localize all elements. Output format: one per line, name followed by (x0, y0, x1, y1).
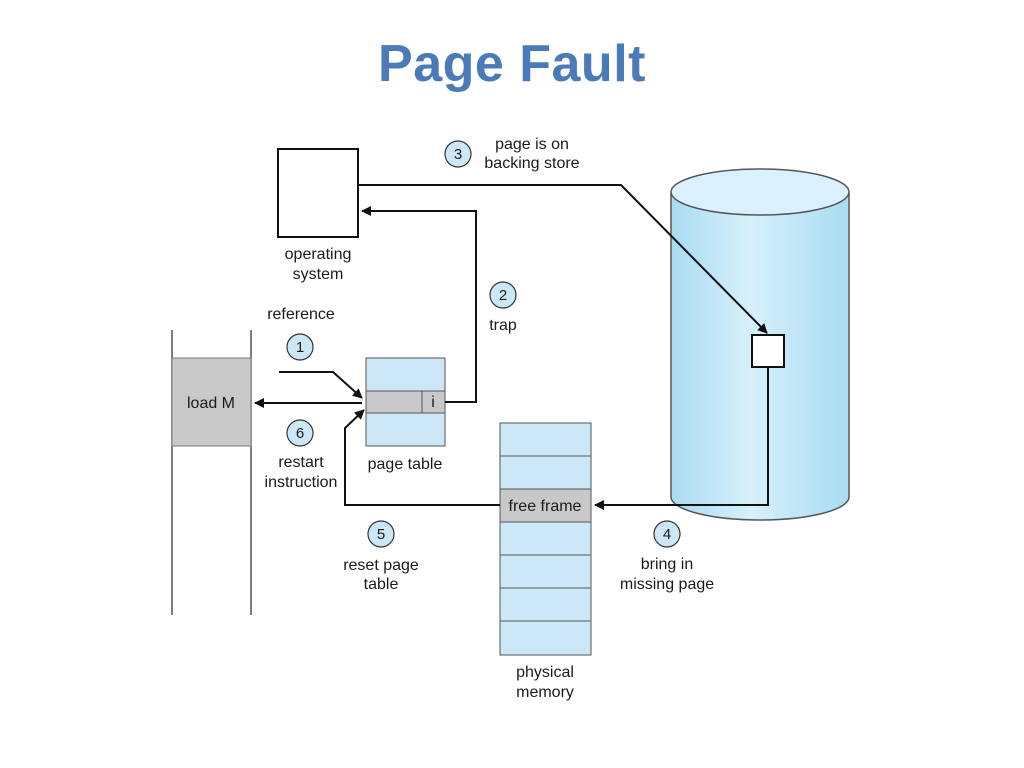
step-5-badge: 5 (367, 520, 395, 548)
bring-in-label-line1: bring in (641, 556, 693, 573)
physical-memory-label-line1: physical (516, 664, 574, 681)
operating-system-box (277, 148, 359, 238)
reference-label: reference (267, 306, 335, 323)
reset-label-line1: reset page (343, 557, 419, 574)
reset-label-line2: table (364, 576, 399, 593)
step-5-number: 5 (377, 526, 385, 543)
page-table-label: page table (368, 456, 443, 473)
restart-label-line1: restart (278, 454, 324, 471)
page-title: Page Fault (378, 35, 646, 93)
step-4-badge: 4 (653, 520, 681, 548)
physical-memory-label-line2: memory (516, 684, 574, 701)
load-m-instruction (171, 357, 252, 447)
reference-arrow (279, 371, 363, 399)
trap-label: trap (489, 317, 517, 334)
restart-label-line2: instruction (265, 474, 338, 491)
invalid-bit-label: i (431, 394, 435, 411)
operating-system-label-line1: operating (285, 246, 352, 263)
backing-store-label-line1: page is on (495, 136, 569, 153)
step-1-number: 1 (296, 339, 304, 356)
bring-in-label-line2: missing page (620, 576, 714, 593)
step-3-number: 3 (454, 146, 462, 163)
free-frame-label: free frame (509, 498, 582, 515)
step-2-number: 2 (499, 287, 507, 304)
step-3-badge: 3 (444, 140, 472, 168)
backing-store-label-line2: backing store (484, 155, 579, 172)
backing-store-arrow (358, 184, 768, 334)
step-6-badge: 6 (286, 419, 314, 447)
reset-page-table-arrow (344, 409, 500, 506)
physical-memory (499, 422, 592, 656)
load-m-label: load M (187, 395, 235, 412)
operating-system-label-line2: system (293, 266, 344, 283)
step-2-badge: 2 (489, 281, 517, 309)
missing-page-on-disk (751, 334, 785, 368)
trap-arrow (361, 206, 477, 403)
bring-in-arrow (594, 367, 769, 510)
step-1-badge: 1 (286, 333, 314, 361)
step-6-number: 6 (296, 425, 304, 442)
step-4-number: 4 (663, 526, 671, 543)
